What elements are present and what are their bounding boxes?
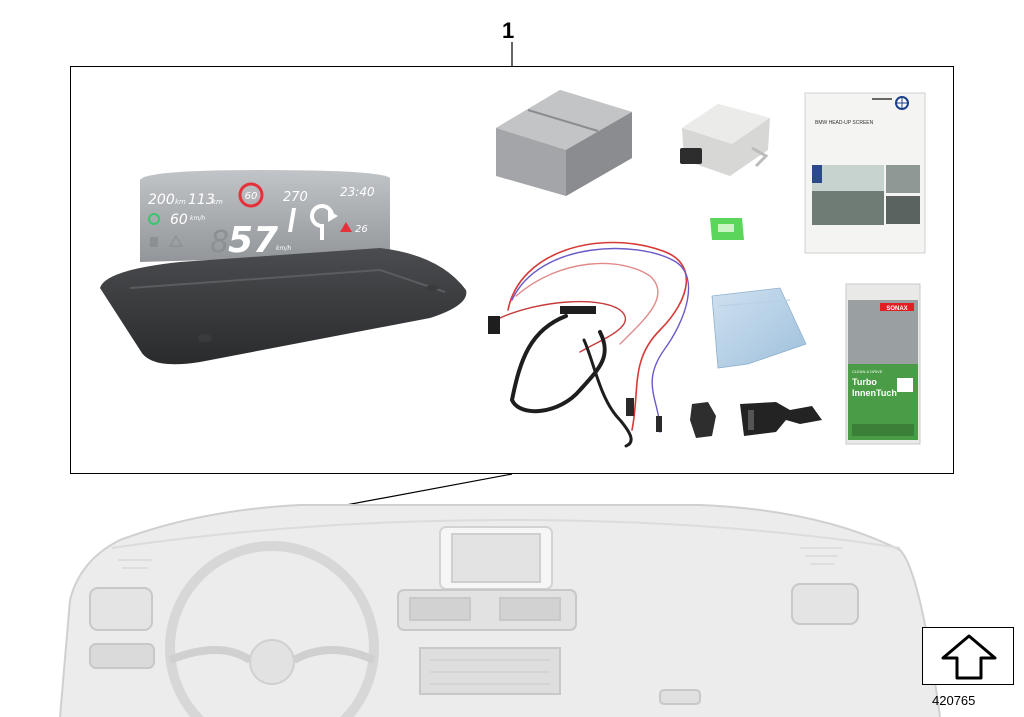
spirit-level	[710, 218, 744, 240]
hud-cruise-unit: km/h	[190, 215, 205, 222]
hud-range: 200	[148, 192, 175, 208]
hud-heading: 270	[283, 190, 308, 205]
hud-trip-unit: km	[212, 198, 223, 206]
diagram-id: 420765	[932, 693, 976, 708]
hud-cruise-speed: 60	[170, 212, 188, 228]
hud-lane-marker	[288, 208, 296, 232]
fuel-icon	[150, 237, 158, 247]
cleaning-wipe-pack: SONAX CLEAN & DRIVE Turbo InnenTuch	[845, 283, 921, 445]
front-arrow-icon	[941, 634, 997, 680]
control-unit-box	[496, 90, 632, 196]
dashboard-illustration	[59, 504, 941, 717]
connector-plug	[488, 316, 500, 334]
cruise-control-icon	[148, 213, 160, 225]
hud-trip: 113	[188, 192, 215, 208]
svg-text:8: 8	[210, 225, 229, 260]
hud-glass-screen	[140, 170, 390, 262]
wipe-line2: Turbo	[852, 377, 877, 387]
part-number-label: 1	[502, 18, 515, 43]
mounting-clip-small	[690, 402, 716, 438]
warning-triangle-icon	[340, 222, 352, 232]
wipe-line3: InnenTuch	[852, 388, 897, 398]
navigation-turn-arrow-icon	[310, 204, 334, 240]
hud-speed-limit: 60	[245, 191, 258, 202]
cleaning-cloth	[711, 287, 807, 369]
speed-limit-sign	[238, 182, 264, 208]
hud-range-unit: km	[175, 198, 186, 206]
hud-temperature: 26	[355, 224, 368, 235]
orientation-indicator	[922, 627, 1014, 685]
hud-clock: 23:40	[340, 185, 375, 199]
wipe-brand: SONAX	[886, 306, 907, 312]
hud-current-speed: 57	[228, 220, 278, 261]
hud-base	[100, 248, 467, 365]
mounting-bracket	[740, 402, 822, 436]
hud-module	[680, 104, 770, 176]
manual-title: BMW HEAD-UP SCREEN	[815, 120, 874, 126]
wipe-line1: CLEAN & DRIVE	[852, 369, 883, 374]
wiring-harness	[488, 241, 690, 448]
hud-speed-unit: km/h	[276, 245, 291, 252]
installation-manual: BMW HEAD-UP SCREEN	[804, 92, 926, 254]
head-up-display-unit: 200 km 113 km 60 270 23:40 60 km/h 57 km…	[100, 170, 467, 365]
